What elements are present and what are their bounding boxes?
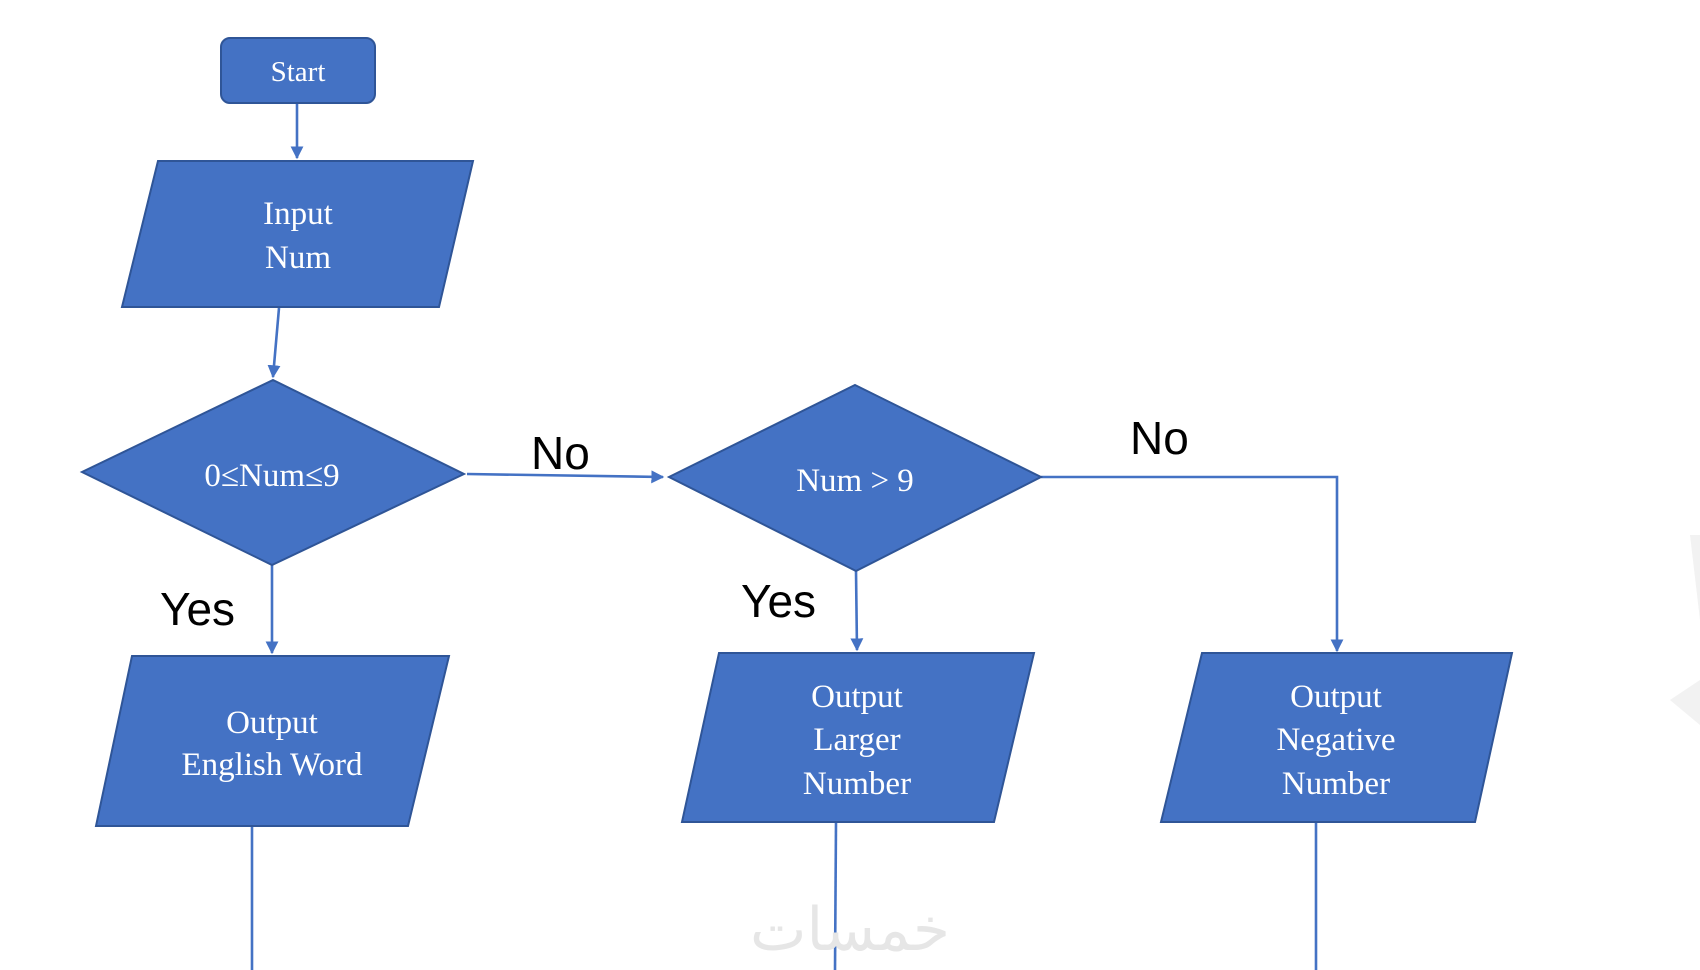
output-larger-line2: Larger [813,722,900,758]
connector-input-to-decision1 [267,307,281,379]
output-larger-line1: Output [811,679,903,715]
output-negative-line1: Output [1290,679,1382,715]
output-english-line2: English Word [182,747,363,783]
decorative-corner-shape [1670,680,1700,725]
watermark-logo-text: خمسات [750,895,950,965]
decision2-no-label: No [1130,412,1189,464]
decision1-yes-label: Yes [160,583,235,635]
connector-larger-down [833,821,838,970]
start-label: Start [271,56,326,88]
decision1-label: 0≤Num≤9 [204,458,339,494]
decision2-label: Num > 9 [796,463,914,499]
decision-range-diamond: 0≤Num≤9 [79,378,467,567]
input-label-line1: Input [263,196,333,232]
input-num-parallelogram: Input Num [120,160,475,308]
connector-decision1-no [466,470,665,484]
decision2-yes-label: Yes [741,575,816,627]
output-negative-line3: Number [1282,766,1390,802]
output-larger-number-parallelogram: Output Larger Number [680,652,1036,823]
output-english-word-parallelogram: Output English Word [94,655,451,827]
decorative-corner-shape [1690,535,1700,620]
output-negative-line2: Negative [1276,722,1395,758]
connector-decision2-yes [850,570,864,652]
connector-decision2-no [1041,475,1344,653]
output-english-line1: Output [226,705,318,741]
output-negative-number-parallelogram: Output Negative Number [1159,652,1514,823]
input-label-line2: Num [265,240,331,276]
start-terminal: Start [220,37,376,104]
output-larger-line3: Number [803,766,911,802]
decision1-no-label: No [531,427,590,479]
decision-greater-diamond: Num > 9 [666,383,1044,573]
